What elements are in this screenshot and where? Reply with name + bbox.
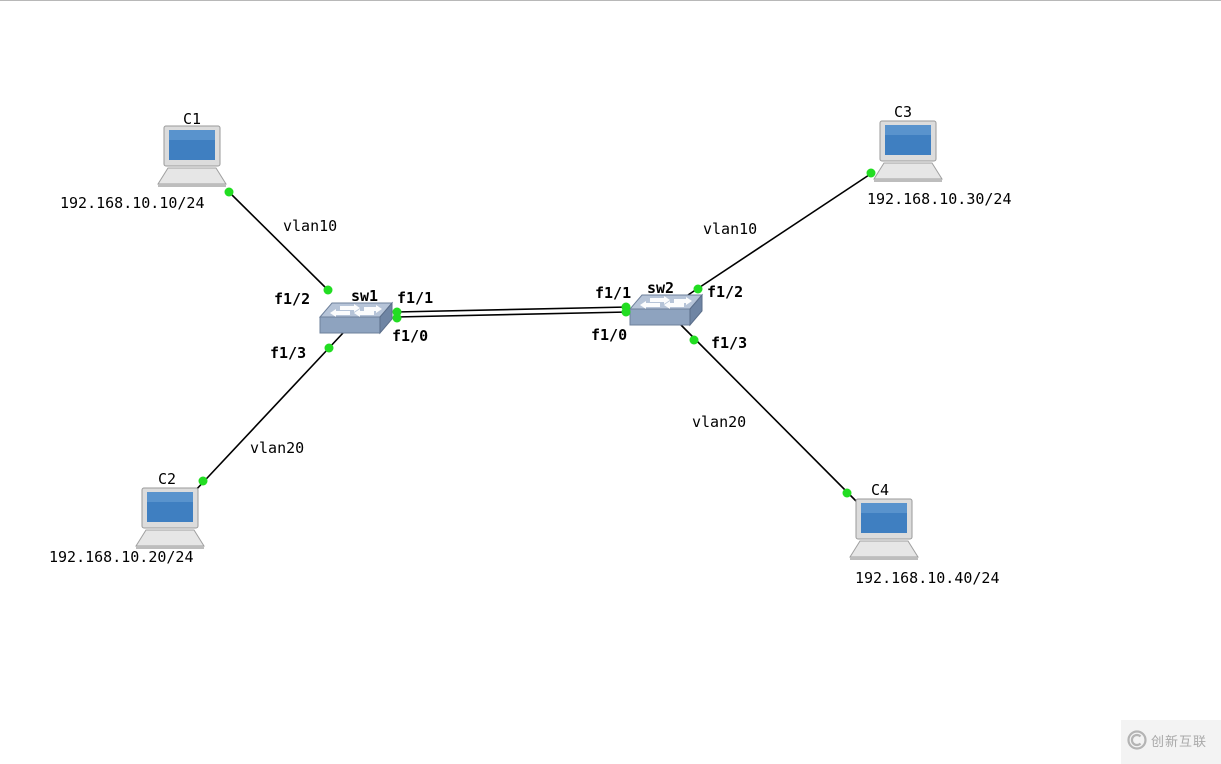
port-label-sw1-f1-0: f1/0 [392, 327, 428, 345]
switch-icon [629, 294, 703, 326]
link-c1-sw1[interactable] [228, 191, 331, 293]
link-trunk-sw1-sw2[interactable] [395, 306, 629, 318]
switch-sw1[interactable]: sw1 [319, 287, 393, 334]
port-dot[interactable] [621, 307, 631, 317]
port-dot[interactable] [224, 187, 234, 197]
port-label-sw2-f1-3: f1/3 [711, 334, 747, 352]
port-dots [198, 168, 876, 498]
host-c3-ip: 192.168.10.30/24 [867, 190, 1012, 208]
switch-sw2-name: sw2 [647, 279, 674, 297]
computer-icon [873, 120, 943, 183]
host-c4-name: C4 [871, 481, 889, 499]
computer-icon [157, 125, 227, 188]
link-c2-sw1[interactable] [193, 332, 344, 493]
watermark: 创新互联 [1121, 720, 1221, 764]
host-c4-ip: 192.168.10.40/24 [855, 569, 1000, 587]
host-c3-name: C3 [894, 103, 912, 121]
vlan-label-c2: vlan20 [250, 439, 304, 457]
switch-sw1-name: sw1 [351, 287, 378, 305]
port-label-sw2-f1-2: f1/2 [707, 283, 743, 301]
port-dot[interactable] [689, 335, 699, 345]
host-c3[interactable]: C3 192.168.10.30/24 [867, 103, 1012, 208]
host-c4[interactable]: C4 192.168.10.40/24 [849, 481, 1000, 587]
host-c1-ip: 192.168.10.10/24 [60, 194, 205, 212]
vlan-label-c1: vlan10 [283, 217, 337, 235]
switch-icon [319, 302, 393, 334]
port-dot[interactable] [324, 343, 334, 353]
port-dot[interactable] [323, 285, 333, 295]
port-label-sw2-f1-0: f1/0 [591, 326, 627, 344]
port-dot[interactable] [392, 313, 402, 323]
host-c1-name: C1 [183, 110, 201, 128]
switch-sw2[interactable]: sw2 [629, 279, 703, 326]
port-dot[interactable] [866, 168, 876, 178]
host-c2-name: C2 [158, 470, 176, 488]
vlan-label-c4: vlan20 [692, 413, 746, 431]
link-c4-sw2[interactable] [680, 324, 859, 504]
port-label-sw1-f1-1: f1/1 [397, 289, 433, 307]
link-c3-sw2[interactable] [687, 172, 873, 296]
port-dot[interactable] [693, 284, 703, 294]
port-label-sw1-f1-2: f1/2 [274, 290, 310, 308]
watermark-text: 创新互联 [1151, 735, 1208, 750]
port-dot[interactable] [198, 476, 208, 486]
host-c2[interactable]: C2 192.168.10.20/24 [49, 470, 205, 566]
port-label-sw1-f1-3: f1/3 [270, 344, 306, 362]
vlan-label-c3: vlan10 [703, 220, 757, 238]
host-c1[interactable]: C1 192.168.10.10/24 [60, 110, 227, 212]
port-label-sw2-f1-1: f1/1 [595, 284, 631, 302]
computer-icon [135, 487, 205, 550]
host-c2-ip: 192.168.10.20/24 [49, 548, 194, 566]
logo-icon [1127, 730, 1147, 750]
computer-icon [849, 498, 919, 561]
port-dot[interactable] [842, 488, 852, 498]
